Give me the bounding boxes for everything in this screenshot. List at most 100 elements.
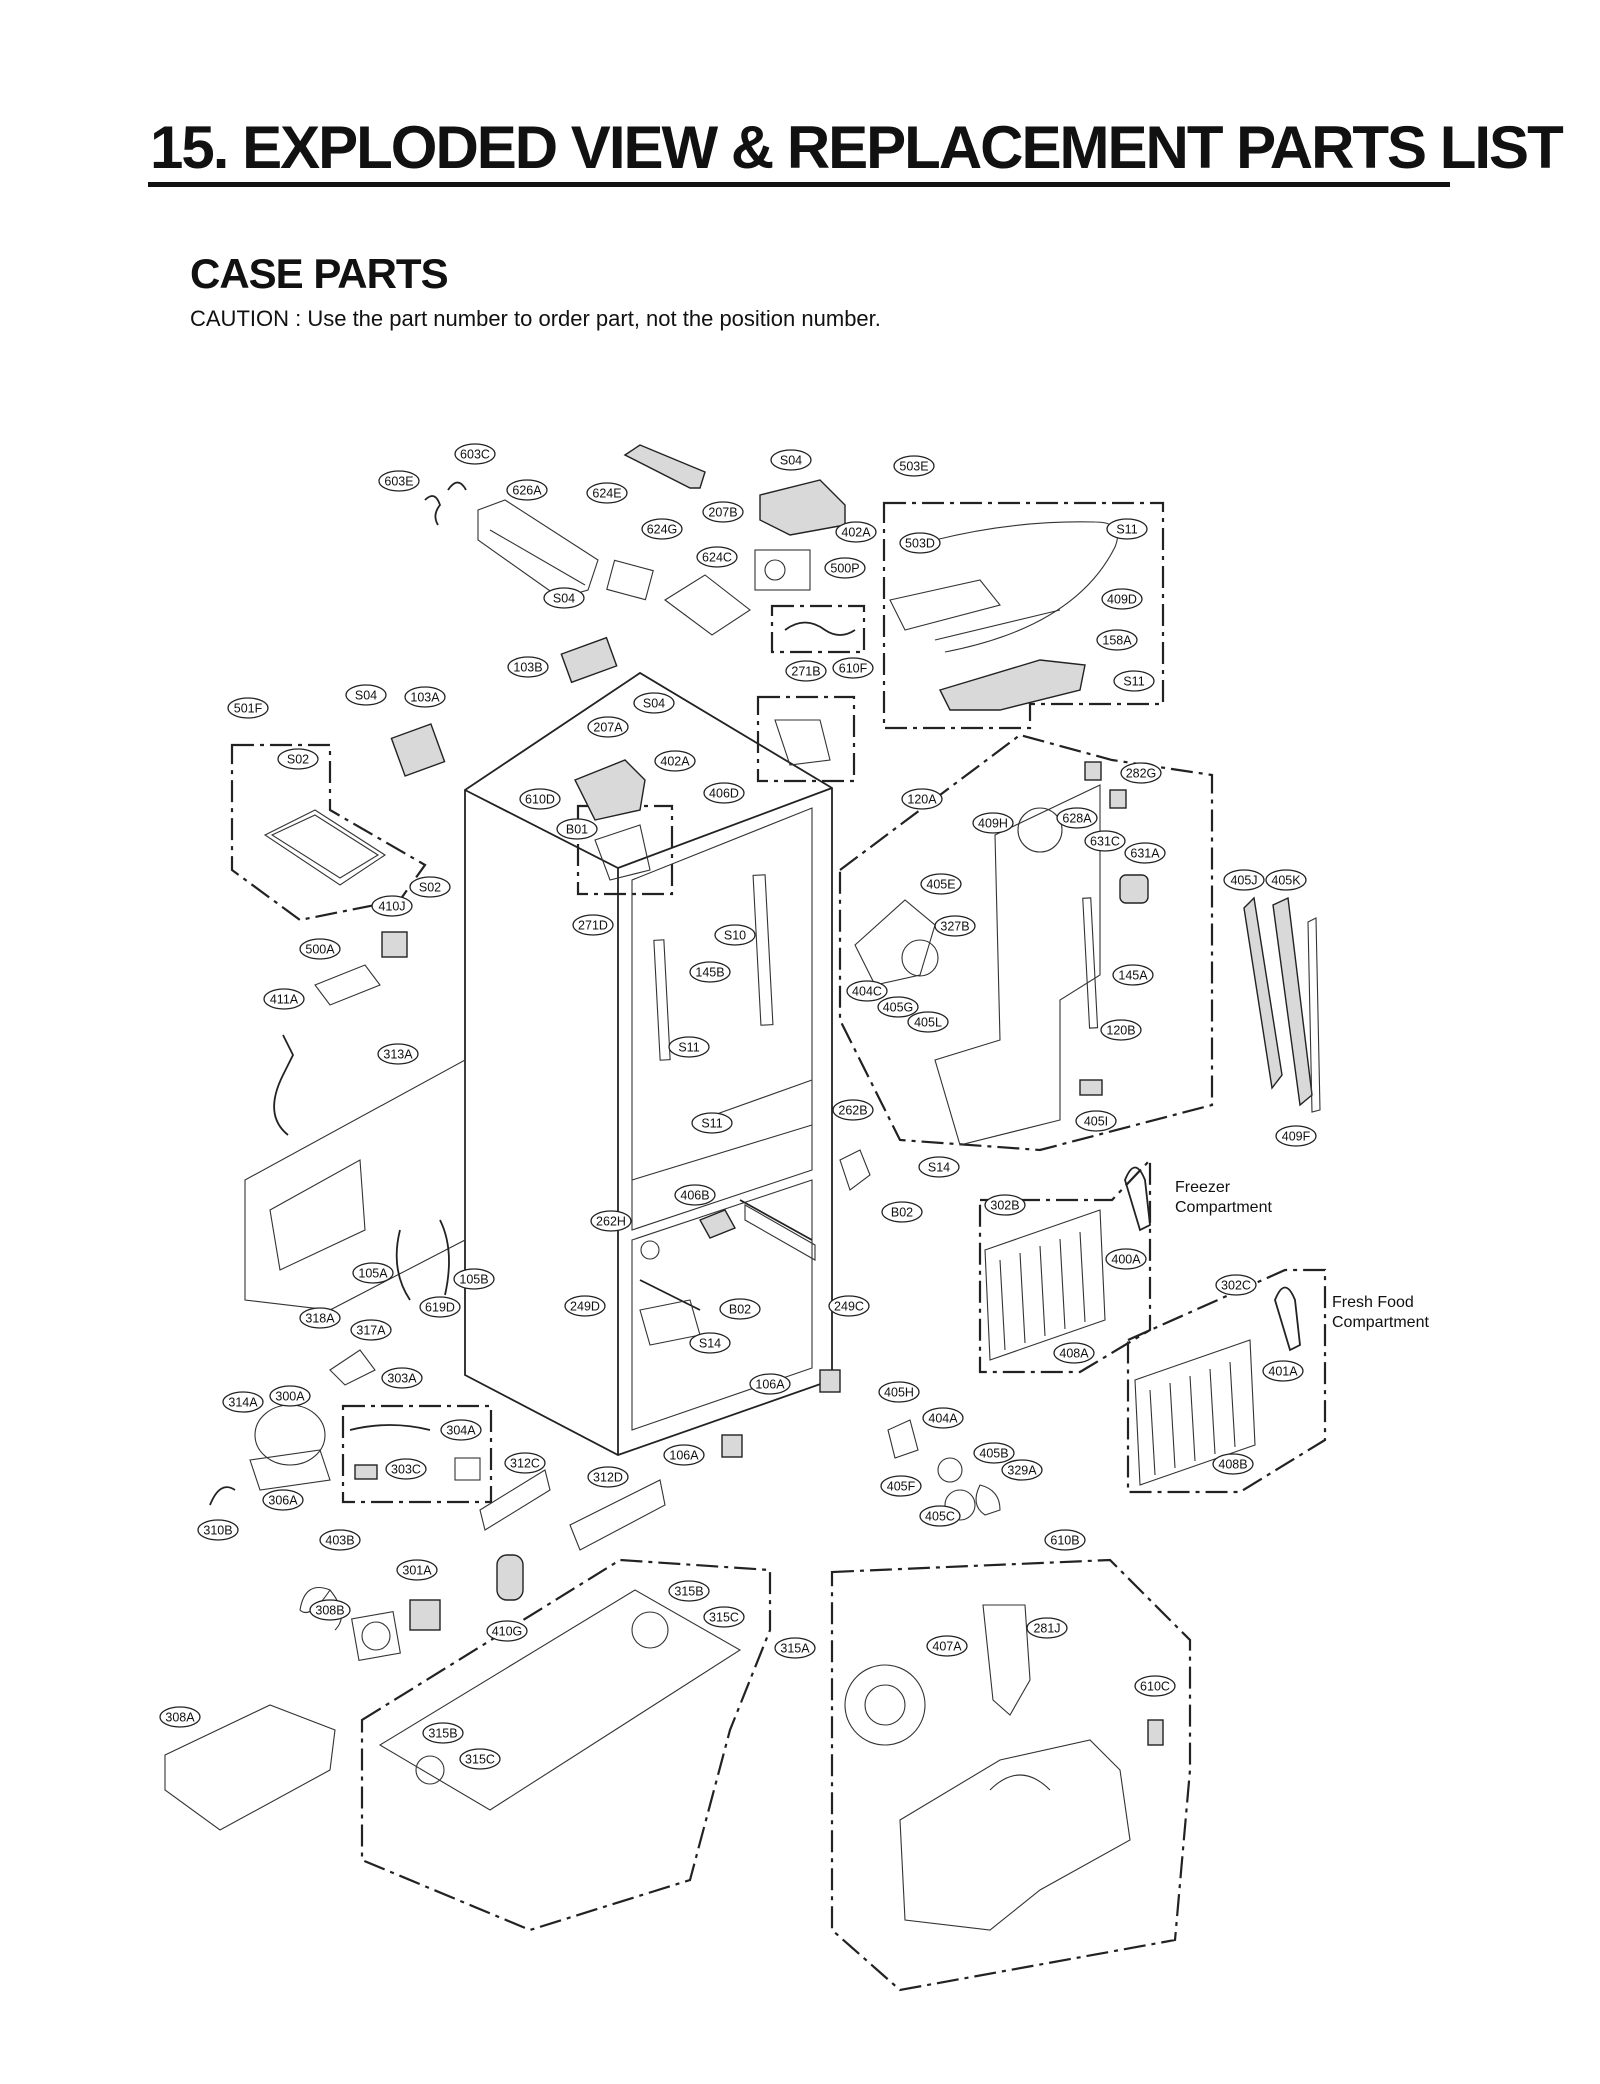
callout-label: 405C (925, 1510, 955, 1524)
callout-411a: 411A (263, 988, 305, 1010)
callout-402a: 402A (654, 750, 696, 772)
callout-label: 603C (460, 448, 490, 462)
callout-s10: S10 (714, 924, 756, 946)
callout-315c: 315C (703, 1606, 745, 1628)
callout-label: 308A (165, 1711, 195, 1725)
callout-label: 410G (492, 1625, 523, 1639)
callout-label: B01 (566, 823, 588, 837)
callout-label: 405I (1084, 1115, 1108, 1129)
callout-label: 315B (428, 1727, 457, 1741)
callout-label: 120A (907, 793, 937, 807)
callout-105a: 105A (352, 1262, 394, 1284)
callout-410j: 410J (371, 895, 413, 917)
callout-103a: 103A (404, 686, 446, 708)
callout-303a: 303A (381, 1367, 423, 1389)
right-parts (844, 761, 1321, 1931)
callout-label: 610F (839, 662, 868, 676)
callout-label: 207A (593, 721, 623, 735)
boundary-501f (230, 743, 427, 922)
callout-label: 306A (268, 1494, 298, 1508)
callout-409d: 409D (1101, 588, 1143, 610)
callout-label: 500P (830, 562, 859, 576)
callout-label: 315C (709, 1611, 739, 1625)
boundary-271b (756, 695, 856, 783)
callout-label: 327B (940, 920, 969, 934)
callout-329a: 329A (1001, 1459, 1043, 1481)
callout-s11: S11 (1113, 670, 1155, 692)
callout-406b: 406B (674, 1184, 716, 1206)
callout-610c: 610C (1134, 1675, 1176, 1697)
callout-b02: B02 (719, 1298, 761, 1320)
callout-label: 249D (570, 1300, 600, 1314)
callout-label: 405H (884, 1386, 914, 1400)
callout-281j: 281J (1026, 1617, 1068, 1639)
callout-619d: 619D (419, 1296, 461, 1318)
callout-s14: S14 (689, 1332, 731, 1354)
callout-label: 207B (708, 506, 737, 520)
callout-603c: 603C (454, 443, 496, 465)
callout-626a: 626A (506, 479, 548, 501)
callout-label: S11 (1123, 675, 1144, 689)
callout-label: 120B (1106, 1024, 1135, 1038)
callout-s14: S14 (918, 1156, 960, 1178)
callout-158a: 158A (1096, 629, 1138, 651)
callout-405j: 405J (1223, 869, 1265, 891)
callout-313a: 313A (377, 1043, 419, 1065)
callout-label: 304A (446, 1424, 476, 1438)
callout-label: 610C (1140, 1680, 1170, 1694)
callout-label: 303A (387, 1372, 417, 1386)
callout-s11: S11 (668, 1036, 710, 1058)
callout-label: 409F (1282, 1130, 1311, 1144)
callout-label: 402A (660, 755, 690, 769)
callout-label: 303C (391, 1463, 421, 1477)
callout-409h: 409H (972, 812, 1014, 834)
callout-317a: 317A (350, 1319, 392, 1341)
callout-628a: 628A (1056, 807, 1098, 829)
callout-106a: 106A (749, 1373, 791, 1395)
callout-310b: 310B (197, 1519, 239, 1541)
callout-s04: S04 (345, 684, 387, 706)
callout-label: 408A (1059, 1347, 1089, 1361)
callout-label: 105B (459, 1273, 488, 1287)
callout-603e: 603E (378, 470, 420, 492)
callout-label: 145A (1118, 969, 1148, 983)
callout-label: 626A (512, 484, 542, 498)
callout-label: 619D (425, 1301, 455, 1315)
callout-label: 105A (358, 1267, 388, 1281)
callout-label: 282G (1126, 767, 1157, 781)
page-heading: 15. EXPLODED VIEW & REPLACEMENT PARTS LI… (150, 114, 1564, 181)
callout-315a: 315A (774, 1637, 816, 1659)
boundary-315a (360, 1558, 772, 1932)
callout-s11: S11 (691, 1112, 733, 1134)
callout-207b: 207B (702, 501, 744, 523)
callout-300a: 300A (269, 1385, 311, 1407)
callout-s04: S04 (543, 587, 585, 609)
callout-label: S11 (701, 1117, 722, 1131)
callout-label: 405K (1271, 874, 1301, 888)
boundary-610b (830, 1558, 1192, 1992)
callout-405g: 405G (877, 996, 919, 1018)
callout-406d: 406D (703, 782, 745, 804)
callout-label: 411A (270, 993, 299, 1007)
callout-404a: 404A (922, 1407, 964, 1429)
callout-503e: 503E (893, 455, 935, 477)
callout-label: 405G (883, 1001, 914, 1015)
callout-label: 315B (674, 1585, 703, 1599)
callout-label: 407A (932, 1640, 962, 1654)
callout-315c: 315C (459, 1748, 501, 1770)
callout-631a: 631A (1124, 842, 1166, 864)
callout-label: B02 (729, 1303, 751, 1317)
callout-label: 409H (978, 817, 1008, 831)
callout-145a: 145A (1112, 964, 1154, 986)
callout-631c: 631C (1084, 830, 1126, 852)
callout-label: S04 (643, 697, 665, 711)
callout-label: 329A (1007, 1464, 1037, 1478)
callout-301a: 301A (396, 1559, 438, 1581)
callout-label: 405F (887, 1480, 916, 1494)
callout-401a: 401A (1262, 1360, 1304, 1382)
callout-label: S11 (678, 1041, 699, 1055)
callout-308a: 308A (159, 1706, 201, 1728)
callout-label: 262B (838, 1104, 867, 1118)
callout-s04: S04 (770, 449, 812, 471)
